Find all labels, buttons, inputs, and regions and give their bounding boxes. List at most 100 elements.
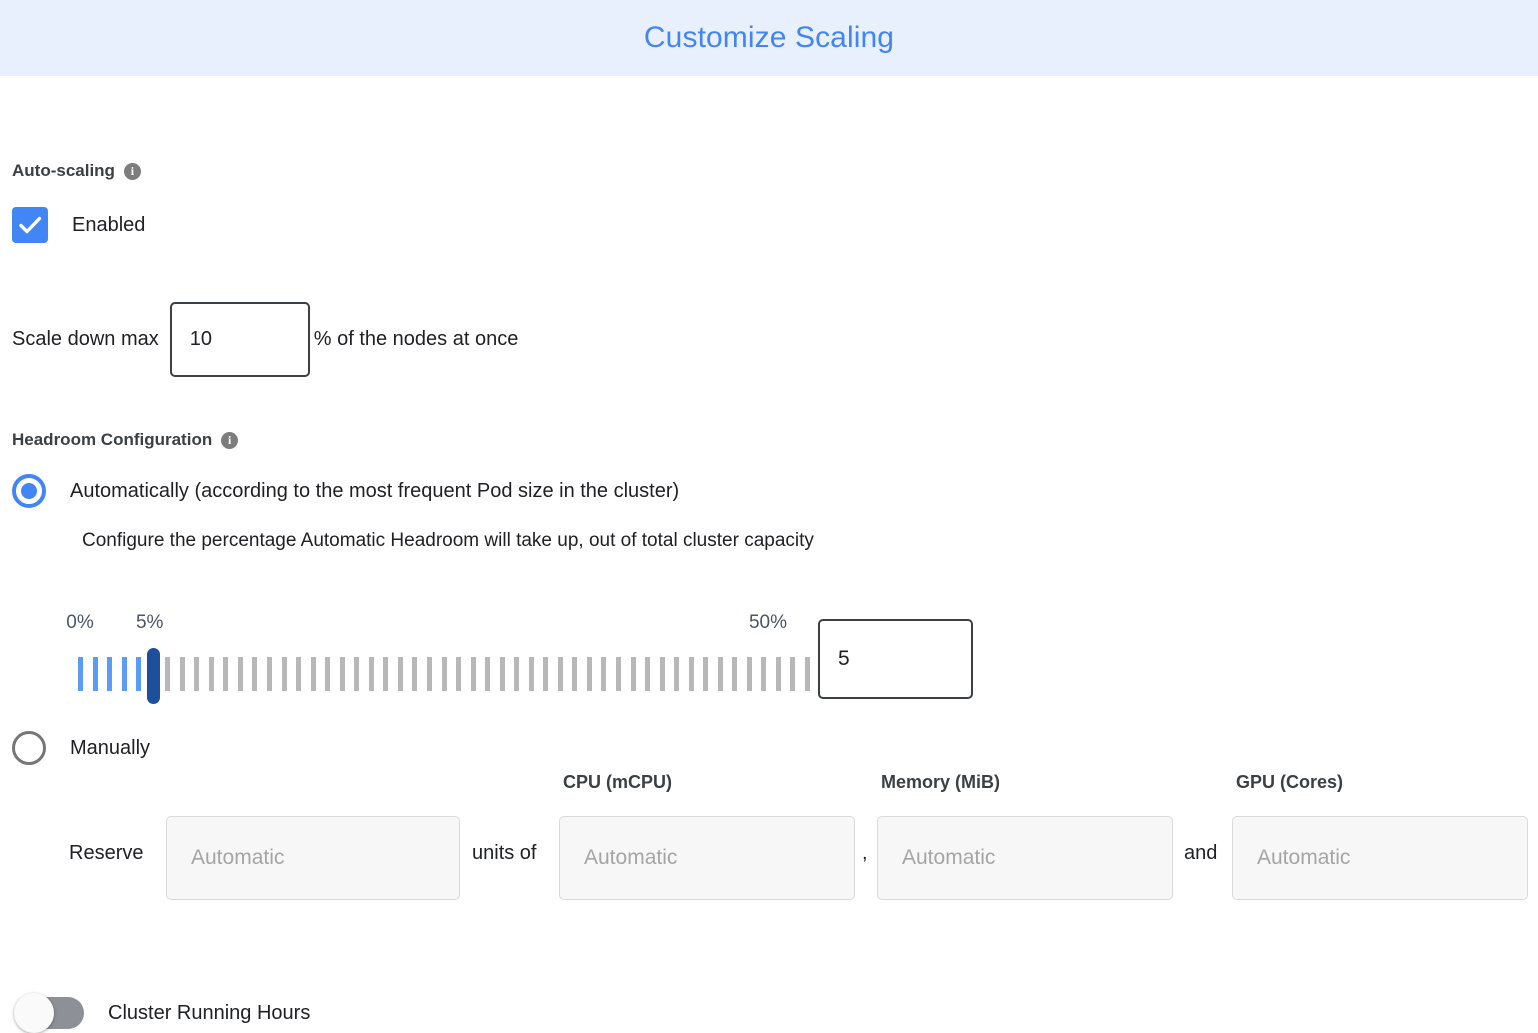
slider-tick — [746, 657, 752, 691]
slider-tick — [325, 657, 331, 691]
page-title: Customize Scaling — [643, 21, 895, 54]
reserve-gpu-input[interactable] — [1232, 816, 1528, 900]
slider-tick — [601, 657, 607, 691]
slider-tick — [412, 657, 418, 691]
slider-tick — [659, 657, 665, 691]
slider-tick — [252, 657, 258, 691]
auto-scaling-heading: Auto-scaling i — [12, 161, 145, 181]
slider-tick — [426, 657, 432, 691]
slider-tick — [557, 657, 563, 691]
slider-tick — [267, 657, 273, 691]
enabled-checkbox-row[interactable]: Enabled — [12, 207, 145, 243]
check-icon — [19, 216, 42, 234]
slider-tick — [586, 657, 592, 691]
units-of-label: units of — [472, 842, 537, 864]
slider-thumb[interactable] — [146, 648, 160, 704]
slider-tick — [179, 657, 185, 691]
info-icon[interactable]: i — [221, 431, 239, 449]
slider-tick — [717, 657, 723, 691]
slider-tick — [615, 657, 621, 691]
headroom-automatic-row[interactable]: Automatically (according to the most fre… — [12, 474, 814, 508]
slider-tick — [121, 657, 127, 691]
slider-tick — [441, 657, 447, 691]
scale-down-max-row: Scale down max % of the nodes at once — [12, 302, 518, 377]
reserve-section: CPU (mCPU) Memory (MiB) GPU (Cores) Rese… — [0, 772, 1538, 900]
cluster-running-hours-label: Cluster Running Hours — [108, 1001, 311, 1024]
slider-tick — [237, 657, 243, 691]
headroom-manual-row[interactable]: Manually — [12, 731, 150, 765]
slider-track[interactable] — [78, 648, 810, 704]
reserve-column-headers: CPU (mCPU) Memory (MiB) GPU (Cores) — [0, 772, 1538, 800]
slider-label-max: 50% — [748, 612, 788, 633]
slider-labels: 0% 5% 50% — [66, 612, 810, 636]
reserve-row: Reserve units of , and — [0, 816, 1538, 900]
headroom-manual-section: Manually — [12, 731, 150, 765]
slider-tick — [761, 657, 767, 691]
reserve-cpu-input[interactable] — [559, 816, 855, 900]
slider-tick — [194, 657, 200, 691]
slider-tick — [499, 657, 505, 691]
dialog-header: Customize Scaling — [0, 0, 1538, 76]
slider-tick — [208, 657, 214, 691]
column-header-memory: Memory (MiB) — [881, 772, 1001, 792]
slider-tick — [310, 657, 316, 691]
slider-tick — [397, 657, 403, 691]
slider-tick — [354, 657, 360, 691]
slider-tick — [703, 657, 709, 691]
toggle-knob — [14, 993, 54, 1033]
comma-separator: , — [862, 842, 868, 864]
slider-tick — [165, 657, 171, 691]
slider-tick — [630, 657, 636, 691]
headroom-percentage-slider[interactable]: 0% 5% 50% — [66, 612, 810, 704]
slider-tick — [528, 657, 534, 691]
slider-tick — [645, 657, 651, 691]
scale-down-max-suffix: % of the nodes at once — [313, 328, 519, 350]
headroom-automatic-description: Configure the percentage Automatic Headr… — [82, 530, 814, 551]
slider-tick — [368, 657, 374, 691]
scale-down-max-input[interactable] — [169, 302, 310, 377]
cluster-running-hours-toggle[interactable] — [14, 993, 84, 1033]
column-header-gpu: GPU (Cores) — [1236, 772, 1344, 792]
slider-label-current: 5% — [135, 612, 164, 633]
radio-manually[interactable] — [12, 731, 46, 765]
slider-tick — [281, 657, 287, 691]
radio-automatic[interactable] — [12, 474, 46, 508]
slider-tick — [732, 657, 738, 691]
cluster-running-hours-row[interactable]: Cluster Running Hours — [14, 993, 311, 1033]
slider-tick — [339, 657, 345, 691]
reserve-memory-input[interactable] — [877, 816, 1173, 900]
slider-tick — [383, 657, 389, 691]
headroom-heading-label: Headroom Configuration — [12, 430, 213, 449]
slider-tick — [543, 657, 549, 691]
slider-tick — [136, 657, 142, 691]
radio-automatic-dot — [21, 483, 37, 499]
and-separator: and — [1184, 842, 1218, 864]
slider-label-min: 0% — [66, 612, 94, 633]
headroom-configuration-section: Headroom Configuration i Automatically (… — [12, 430, 814, 552]
headroom-percentage-input[interactable] — [818, 619, 973, 699]
slider-tick — [223, 657, 229, 691]
slider-tick — [485, 657, 491, 691]
reserve-label: Reserve — [69, 842, 144, 864]
auto-scaling-section: Auto-scaling i Enabled — [12, 161, 145, 243]
slider-tick — [296, 657, 302, 691]
enabled-checkbox-label: Enabled — [72, 213, 146, 236]
info-icon[interactable]: i — [123, 162, 141, 180]
slider-tick — [92, 657, 98, 691]
enabled-checkbox[interactable] — [12, 207, 48, 243]
radio-manually-label: Manually — [70, 736, 151, 759]
radio-automatic-label: Automatically (according to the most fre… — [70, 479, 680, 502]
slider-tick — [805, 657, 810, 691]
auto-scaling-heading-label: Auto-scaling — [12, 161, 115, 180]
slider-tick — [470, 657, 476, 691]
slider-tick — [514, 657, 520, 691]
slider-tick — [572, 657, 578, 691]
reserve-units-input[interactable] — [166, 816, 460, 900]
slider-tick — [688, 657, 694, 691]
slider-tick — [78, 657, 83, 691]
slider-tick — [790, 657, 796, 691]
slider-tick — [107, 657, 113, 691]
headroom-heading: Headroom Configuration i — [12, 430, 814, 450]
slider-tick — [456, 657, 462, 691]
slider-tick — [775, 657, 781, 691]
